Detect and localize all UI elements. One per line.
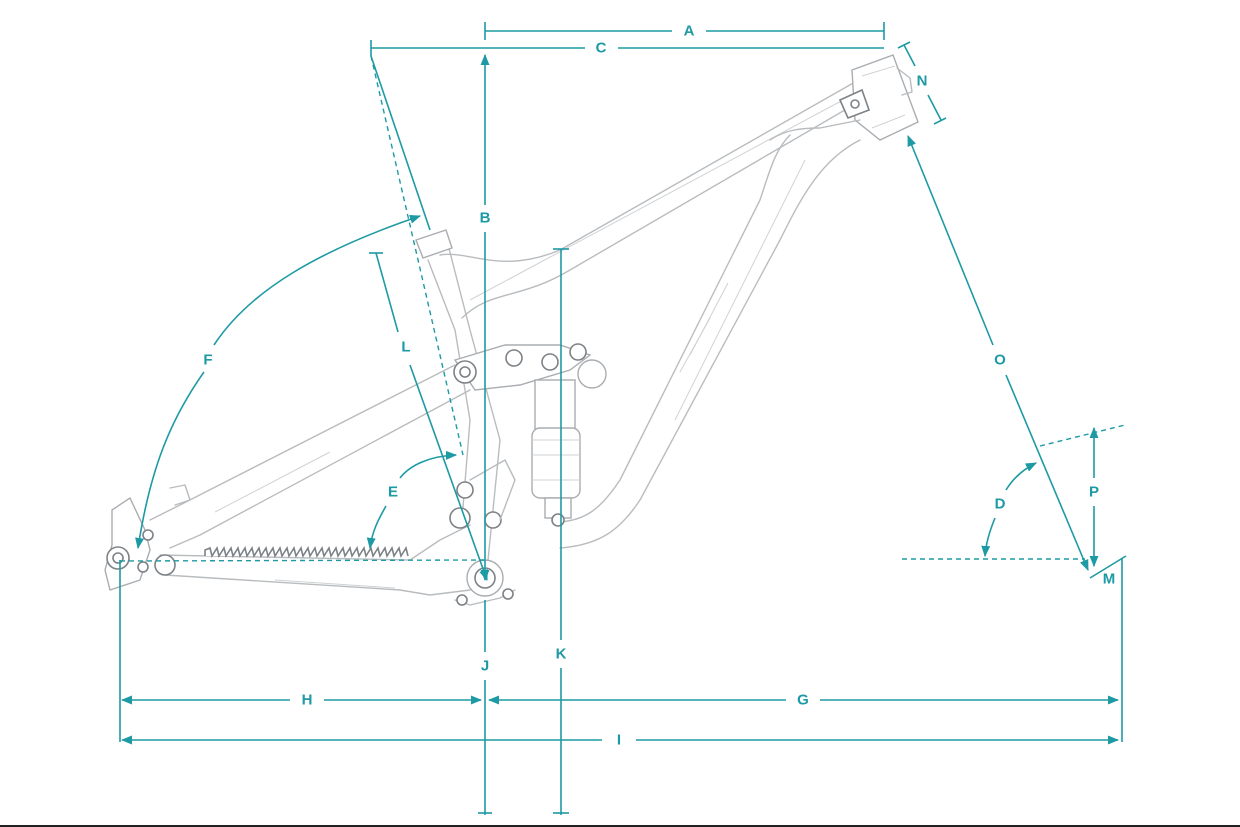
dimension-e [366,450,458,550]
chainstay-protector [204,545,409,559]
rear-shock [531,379,581,527]
label-f: F [203,352,212,369]
label-p: P [1089,484,1099,501]
label-k: K [556,646,567,663]
seat-stay [149,364,456,521]
dimension-j [478,600,492,815]
dimension-c [370,40,884,56]
label-l: L [401,339,410,356]
label-b: B [480,210,491,227]
down-tube [559,139,861,549]
dimension-n [897,41,947,125]
label-h: H [302,692,313,709]
dimension-a [484,22,885,40]
label-c: C [596,40,607,57]
dimension-l [369,252,488,582]
bike-frame-drawing [104,54,919,606]
rear-dropout [104,484,191,591]
label-o: O [994,352,1006,369]
label-d: D [995,496,1006,513]
label-n: N [917,73,928,90]
dimension-m [1089,555,1127,579]
chain-stay [159,524,471,561]
label-m: M [1103,571,1116,588]
chainstay-axis [119,559,485,562]
dimension-f [135,215,422,550]
label-i: I [617,732,621,749]
dimension-k [553,248,569,815]
top-tube [439,81,856,262]
seat-clamp [415,229,453,259]
label-e: E [388,484,398,501]
label-a: A [684,23,695,40]
dimension-i [119,558,1123,745]
dimension-d [902,424,1126,560]
label-j: J [481,658,489,675]
dimension-o [907,134,1089,572]
seat-tube-axis [370,55,464,456]
label-g: G [797,692,809,709]
